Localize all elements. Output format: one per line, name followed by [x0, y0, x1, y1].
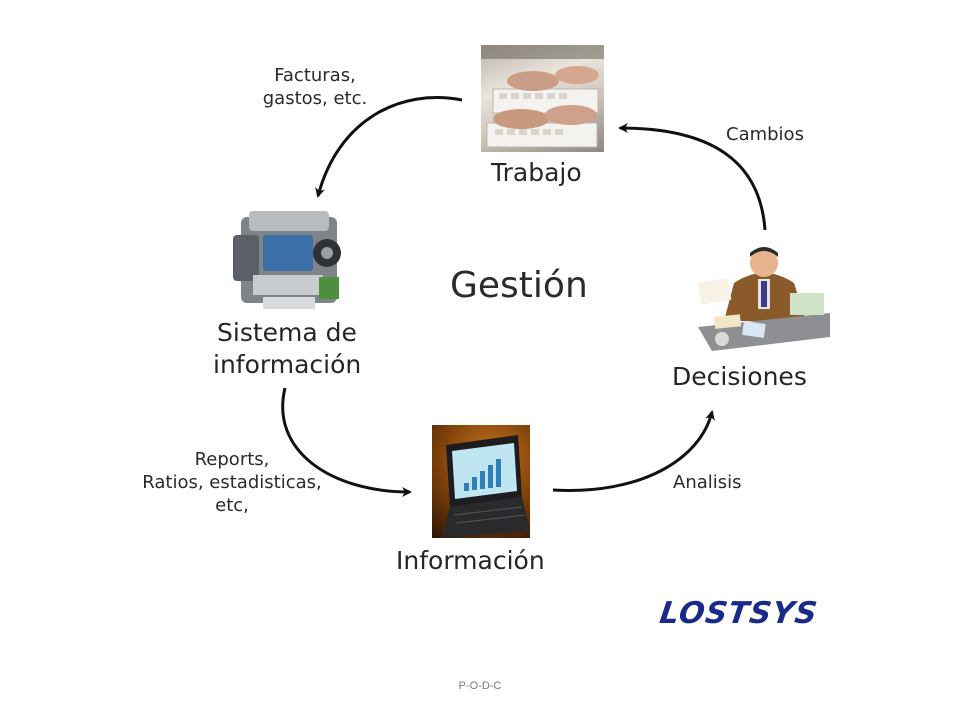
- trabajo-label: Trabajo: [491, 158, 582, 187]
- sistema-label-line2: información: [213, 350, 362, 379]
- edge-label-facturas-line2: gastos, etc.: [262, 88, 368, 109]
- sistema-label-line1: Sistema de: [217, 318, 357, 347]
- footer-text: P-O-D-C: [458, 680, 502, 692]
- businessman-desk-clipart: [694, 243, 834, 355]
- center-title: Gestión: [450, 265, 588, 306]
- engine-photo: [223, 205, 353, 315]
- edge-label-analisis: Analisis: [673, 472, 742, 493]
- edge-label-cambios: Cambios: [726, 124, 804, 145]
- informacion-label: Información: [396, 546, 545, 575]
- edge-label-reports: Reports, Ratios, estadisticas, etc,: [112, 448, 352, 517]
- edge-label-facturas-line1: Facturas,: [274, 65, 356, 86]
- arrow-sistema-to-informacion: [281, 387, 412, 497]
- lostsys-logo: LOSTSYS: [657, 596, 821, 631]
- decisiones-label: Decisiones: [672, 362, 807, 391]
- arrow-decisiones-to-trabajo: [618, 123, 767, 231]
- arrow-informacion-to-decisiones: [552, 410, 715, 492]
- laptop-chart-photo: [432, 425, 530, 538]
- edge-label-reports-line1: Reports,: [194, 449, 270, 470]
- typing-keyboards-photo: [481, 45, 604, 152]
- edge-label-facturas: Facturas, gastos, etc.: [245, 64, 385, 110]
- edge-label-reports-line2: Ratios, estadisticas,: [142, 472, 322, 493]
- arrow-trabajo-to-sistema: [315, 96, 463, 198]
- edge-label-reports-line3: etc,: [215, 495, 249, 516]
